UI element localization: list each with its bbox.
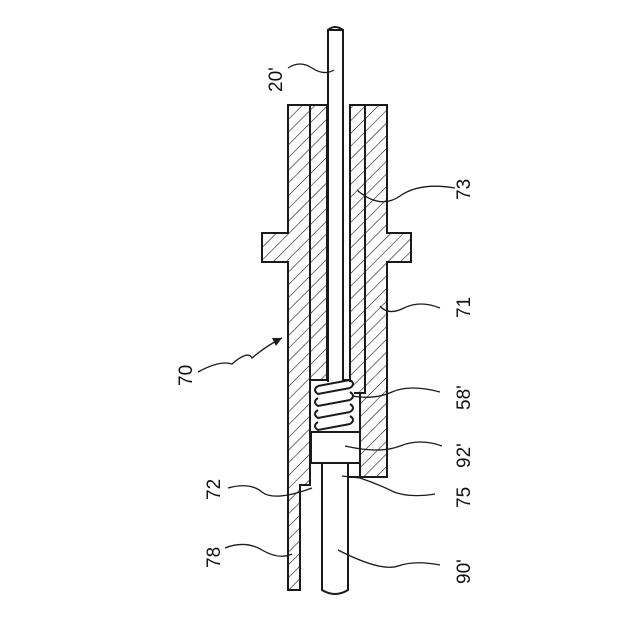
label-housing: 71 [454,297,475,318]
label-assembly: 70 [176,365,197,386]
label-spring: 58' [454,385,475,410]
spring [315,380,354,432]
leader-housing [380,304,440,312]
label-rod: 20' [266,67,287,92]
rod [328,30,343,385]
housing-right-wall [360,105,411,477]
label-gap: 75 [454,487,475,508]
label-inner-sleeve: 73 [454,179,475,200]
label-step: 72 [204,479,225,500]
label-plunger-head: 92' [454,443,475,468]
label-bore-wall: 78 [204,547,225,568]
leader-gap [342,476,435,496]
inner-sleeve-right [350,105,365,393]
inner-sleeve-left [310,105,327,380]
leader-pin [338,550,440,567]
leader-bore-wall [225,544,292,556]
leader-assembly [198,338,282,372]
housing-left-wall [262,105,310,590]
pin [322,463,348,594]
label-pin: 90' [454,559,475,584]
